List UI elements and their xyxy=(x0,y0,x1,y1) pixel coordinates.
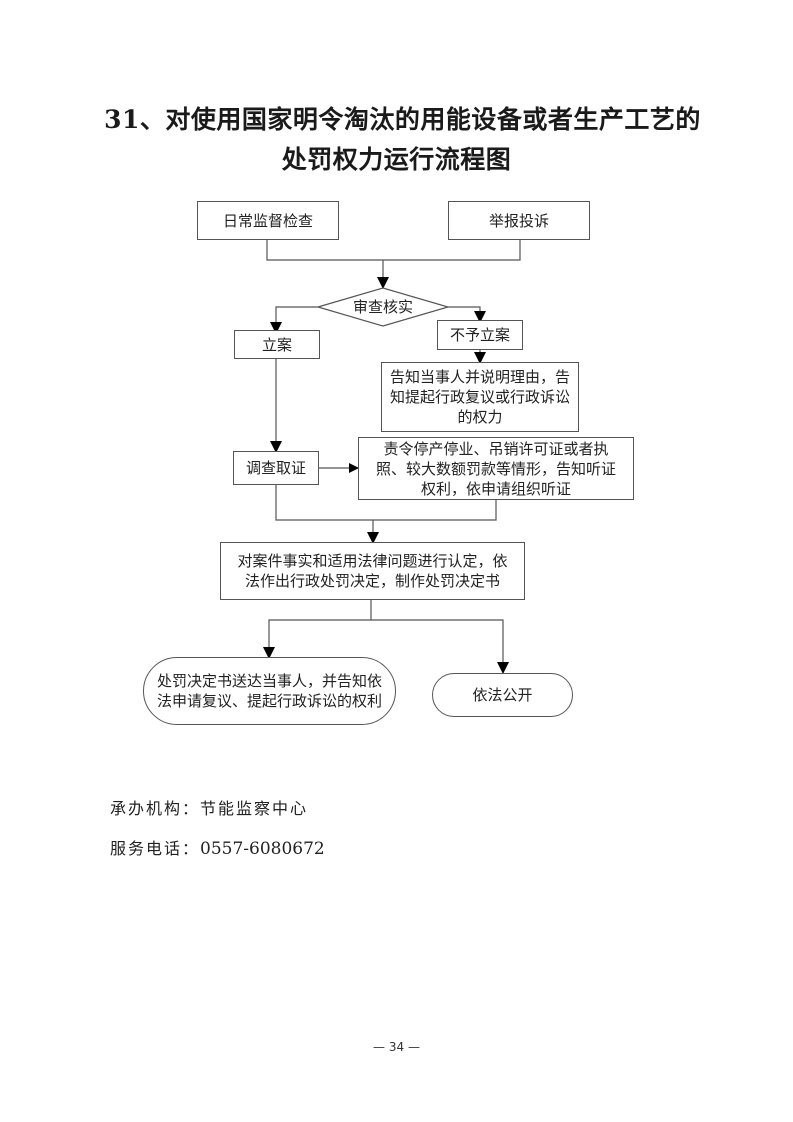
node-no-case: 不予立案 xyxy=(437,320,523,350)
phone-value: 0557-6080672 xyxy=(200,839,325,859)
node-file-case: 立案 xyxy=(234,330,320,359)
connector-daily-down xyxy=(266,240,521,261)
arrow-to-publicize xyxy=(371,619,509,674)
connector-merge-decision xyxy=(275,485,497,521)
node-publicize: 依法公开 xyxy=(432,673,573,717)
node-review-verify: 审查核实 xyxy=(352,298,413,316)
node-report-complaint: 举报投诉 xyxy=(448,201,590,240)
connector-split xyxy=(263,600,372,659)
node-decision: 对案件事实和适用法律问题进行认定，依法作出行政处罚决定，制作处罚决定书 xyxy=(220,542,525,600)
node-daily-inspection: 日常监督检查 xyxy=(197,201,339,240)
page-title-line-2: 处罚权力运行流程图 xyxy=(281,145,512,174)
arrow-to-file-case xyxy=(270,306,318,334)
phone-label: 服务电话： xyxy=(110,839,201,858)
node-investigate: 调查取证 xyxy=(233,451,319,485)
node-hearing: 责令停产停业、吊销许可证或者执照、较大数额罚款等情形，告知听证权利，依申请组织听… xyxy=(358,437,634,500)
page-number: — 34 — xyxy=(373,1040,420,1054)
phone-line: 服务电话：0557-6080672 xyxy=(110,835,325,859)
org-line: 承办机构：节能监察中心 xyxy=(110,795,308,819)
org-label: 承办机构： xyxy=(110,799,201,818)
node-deliver: 处罚决定书送达当事人，并告知依法申请复议、提起行政诉讼的权利 xyxy=(143,657,396,725)
arrow-to-no-case xyxy=(448,306,486,323)
org-value: 节能监察中心 xyxy=(200,799,309,818)
node-notify-reason: 告知当事人并说明理由，告知提起行政复议或行政诉讼的权力 xyxy=(381,362,579,432)
page-title-line-1: 31、对使用国家明令淘汰的用能设备或者生产工艺的 xyxy=(104,105,701,134)
